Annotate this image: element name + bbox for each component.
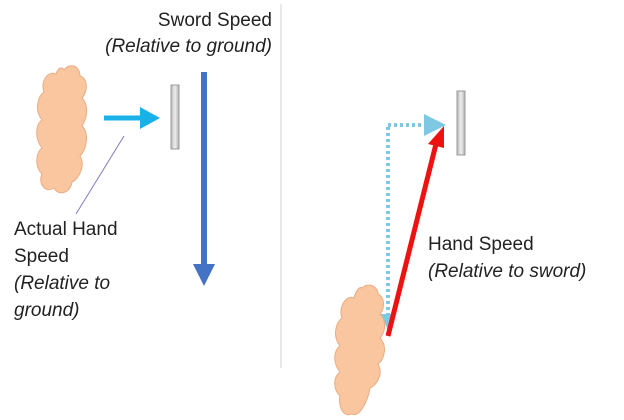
hand-left: [36, 65, 88, 194]
actual-hand-speed-line2: Speed: [14, 246, 69, 267]
dotted-relative-arrow: [380, 114, 446, 330]
hand-relative-speed-arrow: [385, 126, 444, 337]
hand-speed-subtitle: (Relative to sword): [428, 261, 587, 282]
hand-speed-title: Hand Speed: [428, 234, 534, 255]
sword-bar-right: [456, 90, 466, 156]
sword-bar-left: [170, 84, 180, 150]
actual-hand-speed-sub1: (Relative to: [14, 273, 111, 294]
actual-hand-speed-line1: Actual Hand: [14, 219, 118, 240]
leader-line: [75, 135, 125, 215]
actual-hand-speed-sub2: ground): [14, 300, 80, 321]
sword-speed-subtitle: (Relative to ground): [105, 36, 272, 57]
sword-speed-title: Sword Speed: [157, 10, 272, 31]
actual-hand-speed-arrow: [104, 107, 160, 129]
sword-speed-arrow: [193, 72, 215, 286]
hand-right: [334, 284, 386, 416]
